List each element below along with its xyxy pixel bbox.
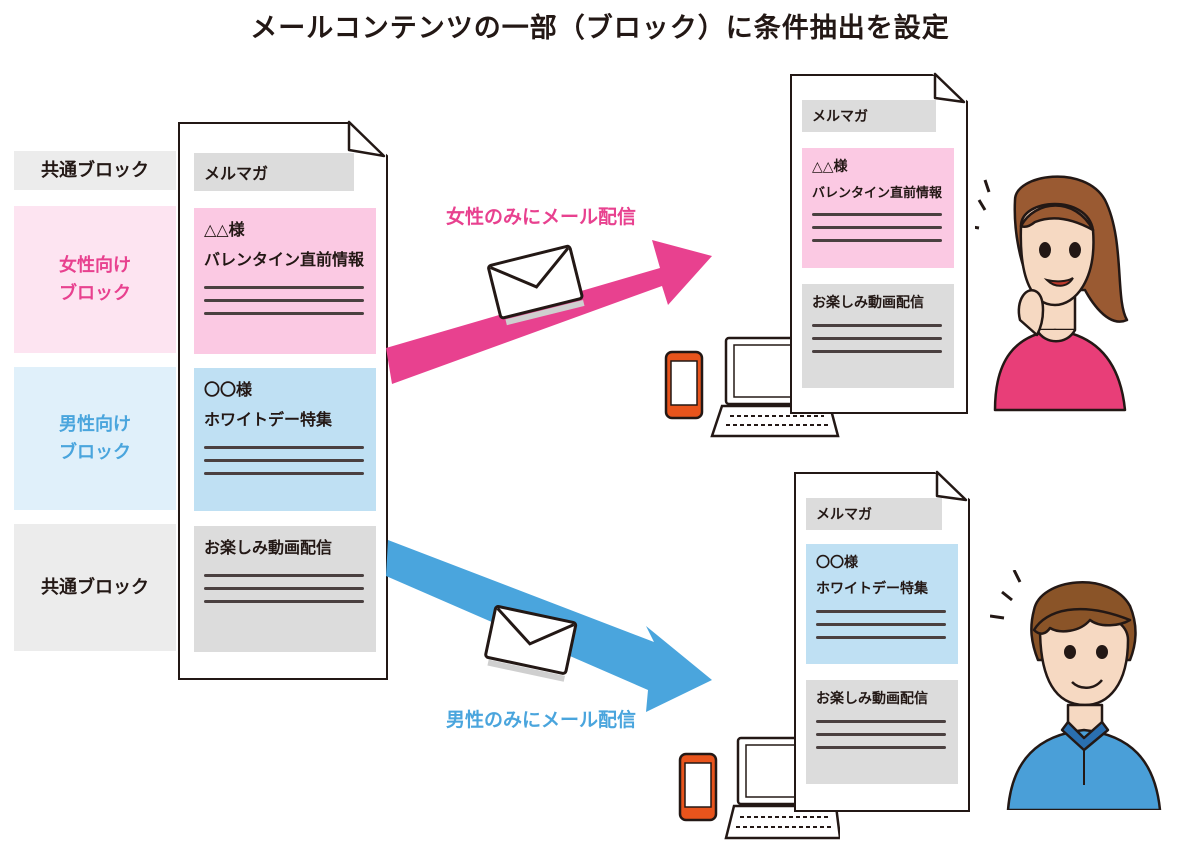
common-content-block: お楽しみ動画配信: [806, 680, 958, 784]
doc-fold-corner: [347, 120, 386, 158]
doc-header: メルマガ: [194, 153, 354, 191]
male-headline: ホワイトデー特集: [204, 410, 333, 429]
text-line: [204, 446, 364, 449]
text-line: [812, 350, 942, 353]
common-block-label-top: 共通ブロック: [14, 151, 176, 190]
label-text: 共通ブロック: [41, 576, 149, 598]
female-headline: バレンタイン直前情報: [204, 250, 365, 269]
text-line: [816, 636, 946, 639]
text-line: [816, 610, 946, 613]
male-arrow-caption: 男性のみにメール配信: [446, 709, 637, 731]
female-greeting: △△様: [204, 220, 245, 239]
text-line: [204, 587, 364, 590]
male-content-block: 〇〇様 ホワイトデー特集: [194, 368, 376, 511]
text-line: [204, 312, 364, 315]
woman-recipient-illustration: [975, 175, 1129, 412]
doc-fold-corner: [933, 72, 966, 104]
text-line: [204, 600, 364, 603]
doc-header: メルマガ: [802, 100, 936, 132]
label-text: 女性向け ブロック: [59, 254, 131, 304]
smartphone-icon: [664, 350, 704, 420]
male-content-block: 〇〇様 ホワイトデー特集: [806, 544, 958, 664]
text-line: [816, 720, 946, 723]
doc-header-text: メルマガ: [812, 109, 868, 125]
label-text: 男性向け ブロック: [59, 413, 131, 463]
text-line: [204, 574, 364, 577]
text-line: [204, 299, 364, 302]
doc-header-text: メルマガ: [816, 507, 872, 523]
envelope-icon: [484, 605, 578, 682]
page-title: メールコンテンツの一部（ブロック）に条件抽出を設定: [250, 13, 950, 44]
female-recipient-document: メルマガ △△様 バレンタイン直前情報 お楽しみ動画配信: [790, 74, 968, 414]
text-line: [816, 623, 946, 626]
common-block-label-bottom: 共通ブロック: [14, 524, 176, 651]
male-headline: ホワイトデー特集: [816, 581, 928, 597]
male-greeting: 〇〇様: [204, 380, 253, 399]
male-recipient-document: メルマガ 〇〇様 ホワイトデー特集 お楽しみ動画配信: [794, 472, 970, 812]
smartphone-icon: [678, 752, 718, 822]
female-arrow-caption: 女性のみにメール配信: [446, 206, 637, 228]
text-line: [816, 733, 946, 736]
female-headline: バレンタイン直前情報: [812, 186, 943, 201]
text-line: [812, 239, 942, 242]
common-headline: お楽しみ動画配信: [204, 538, 333, 557]
common-headline: お楽しみ動画配信: [816, 691, 928, 707]
text-line: [812, 337, 942, 340]
female-greeting: △△様: [812, 159, 848, 175]
doc-header-text: メルマガ: [204, 164, 269, 183]
envelope-icon: [487, 244, 585, 326]
text-line: [204, 459, 364, 462]
male-block-label: 男性向け ブロック: [14, 367, 176, 510]
text-line: [204, 472, 364, 475]
text-line: [812, 226, 942, 229]
source-newsletter-document: メルマガ △△様 バレンタイン直前情報 〇〇様 ホワイトデー特集 お楽しみ動画配…: [178, 122, 388, 680]
female-content-block: △△様 バレンタイン直前情報: [802, 148, 954, 268]
common-headline: お楽しみ動画配信: [812, 295, 924, 311]
common-content-block: お楽しみ動画配信: [802, 284, 954, 388]
text-line: [812, 324, 942, 327]
label-text: 共通ブロック: [41, 159, 149, 181]
female-block-label: 女性向け ブロック: [14, 206, 176, 353]
male-greeting: 〇〇様: [816, 555, 858, 571]
common-content-block: お楽しみ動画配信: [194, 526, 376, 652]
female-content-block: △△様 バレンタイン直前情報: [194, 208, 376, 354]
text-line: [204, 286, 364, 289]
doc-fold-corner: [935, 470, 968, 502]
man-recipient-illustration: [990, 570, 1162, 810]
text-line: [812, 213, 942, 216]
text-line: [816, 746, 946, 749]
doc-header: メルマガ: [806, 498, 942, 530]
